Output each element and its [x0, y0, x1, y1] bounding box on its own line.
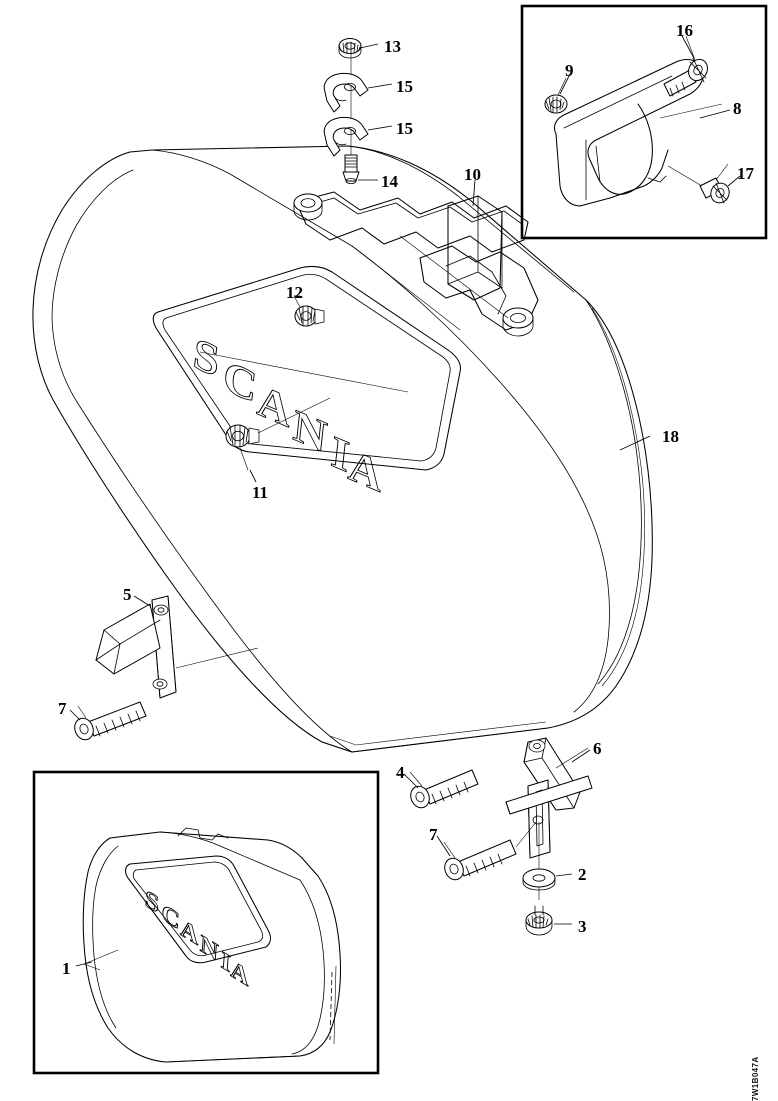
svg-text:S: S: [191, 328, 224, 388]
inset-bottom-left: S C A N I A: [32, 770, 380, 1075]
part-17-bolt: [667, 163, 730, 204]
callout-10: 10: [464, 165, 481, 184]
part-12-bolt: [293, 295, 325, 327]
callout-15-upper: 15: [396, 77, 413, 96]
part-2-washer: [522, 868, 556, 891]
part-3-nut: [525, 905, 553, 936]
part-4-bolt: [409, 769, 479, 809]
svg-text:C: C: [221, 351, 262, 414]
callout-1: 1: [62, 959, 71, 978]
callout-4: 4: [396, 763, 405, 782]
inset-top-right: [520, 4, 768, 240]
svg-text:I: I: [220, 945, 232, 978]
svg-text:A: A: [230, 954, 251, 992]
part-15-clamp-upper: [323, 72, 369, 113]
callout-11: 11: [252, 483, 269, 502]
right-bracket-group: [409, 737, 593, 936]
part-7-bolt-left: [74, 701, 147, 741]
svg-text:A: A: [180, 913, 201, 951]
part-16-bolt: [663, 35, 708, 97]
callout-13: 13: [384, 37, 401, 56]
scania-badge-lettering: S C A N I A: [190, 328, 387, 504]
part-13-nut: [338, 38, 362, 59]
badge-bolts: [225, 295, 331, 471]
tank-body-group: S C A N I A: [32, 145, 653, 753]
callout-14: 14: [381, 172, 398, 191]
svg-text:C: C: [161, 898, 181, 936]
part-7-bolt-right: [443, 821, 537, 881]
callout-2: 2: [578, 865, 587, 884]
part-15-clamp-lower: [323, 116, 369, 157]
svg-text:A: A: [255, 375, 296, 438]
callout-9: 9: [565, 61, 574, 80]
svg-text:S: S: [144, 884, 160, 919]
svg-text:N: N: [291, 400, 332, 463]
callout-16: 16: [676, 21, 693, 40]
svg-text:A: A: [346, 440, 387, 503]
svg-text:N: N: [199, 929, 219, 967]
callout-17: 17: [737, 164, 754, 183]
hinge-bracket-group: [293, 191, 539, 337]
part-14-screw: [342, 154, 360, 184]
watermark: 7W1B047A: [751, 1056, 760, 1101]
part-11-bolt: [225, 397, 331, 471]
callout-5: 5: [123, 585, 132, 604]
callout-15-lower: 15: [396, 119, 413, 138]
callout-7-left: 7: [58, 699, 67, 718]
left-bracket-group: [74, 595, 259, 741]
upper-fastener-stack: [323, 38, 369, 184]
part-9-rivet: [544, 77, 568, 114]
callout-3: 3: [578, 917, 587, 936]
callout-18: 18: [662, 427, 679, 446]
callout-7-right: 7: [429, 825, 438, 844]
callout-6: 6: [593, 739, 602, 758]
inset-badge-lettering: S C A N I A: [144, 883, 251, 993]
callout-12: 12: [286, 283, 303, 302]
callout-8: 8: [733, 99, 742, 118]
